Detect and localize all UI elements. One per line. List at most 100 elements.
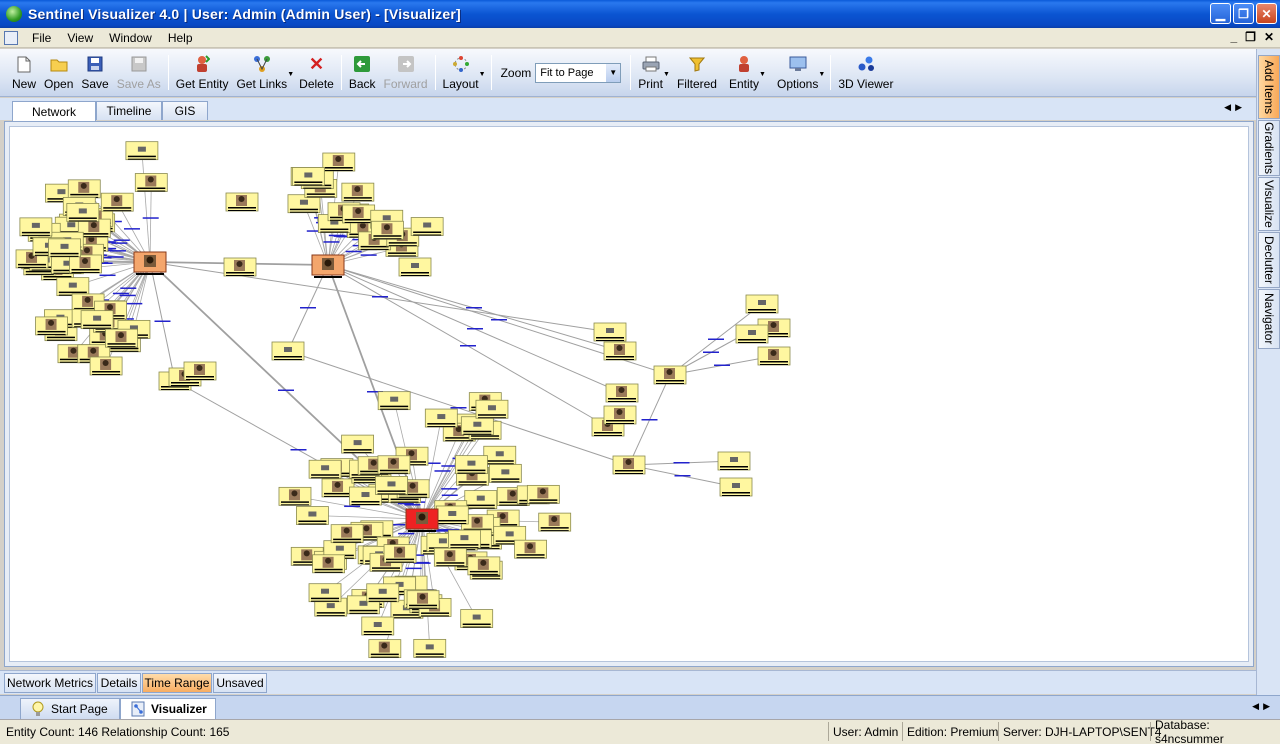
entity-node[interactable] [757,346,791,366]
tab-network[interactable]: Network [12,101,96,121]
new-button[interactable]: New [8,49,40,96]
entity-node[interactable] [100,192,134,212]
3d-viewer-button[interactable]: 3D Viewer [834,49,897,96]
entity-node[interactable] [413,638,447,658]
open-button[interactable]: Open [40,49,77,96]
entity-node[interactable] [67,179,101,199]
entity-node[interactable] [514,539,547,559]
entity-node[interactable] [296,506,329,525]
entity-node[interactable] [125,141,159,161]
panel-tab-network-metrics[interactable]: Network Metrics [4,673,96,693]
entity-node[interactable] [475,399,509,419]
entity-node[interactable] [448,529,481,549]
hub-entity-node[interactable] [133,251,167,275]
zoom-dropdown-icon[interactable]: ▼ [606,63,621,82]
zoom-select[interactable]: Fit to Page ▼ [535,62,622,83]
get-entity-button[interactable]: Get Entity [172,49,233,96]
mdi-minimize-icon[interactable]: _ [1230,30,1238,44]
tab-timeline[interactable]: Timeline [96,101,162,120]
entity-node[interactable] [287,194,321,214]
entity-node[interactable] [745,294,779,314]
menu-help[interactable]: Help [167,30,193,45]
entity-node[interactable] [375,476,408,495]
entity-node[interactable] [312,554,345,574]
entity-node[interactable] [605,383,639,403]
entity-node[interactable] [35,316,68,336]
entity-node[interactable] [368,639,402,659]
entity-node[interactable] [406,590,440,610]
entity-node[interactable] [361,616,395,636]
entity-node[interactable] [271,341,305,361]
menu-view[interactable]: View [67,30,94,45]
entity-node[interactable] [383,544,417,564]
entity-node[interactable] [612,455,646,475]
mdi-close-icon[interactable]: ✕ [1263,30,1274,44]
save-button[interactable]: Save [77,49,112,96]
side-tab-navigator[interactable]: Navigator [1258,289,1280,349]
window-tab-start-page[interactable]: Start Page [20,698,120,719]
entity-node[interactable] [56,277,90,297]
print-dropdown-icon[interactable]: ▼ [663,71,670,78]
relationship-link[interactable] [421,431,460,520]
filtered-button[interactable]: Filtered [673,49,721,96]
mdi-restore-icon[interactable]: ❐ [1245,30,1256,44]
entity-node[interactable] [223,257,257,277]
entity-node[interactable] [19,217,53,237]
forward-button[interactable]: Forward [380,49,432,96]
hub-entity-node[interactable] [405,508,439,532]
entity-node[interactable] [467,556,501,576]
menu-window[interactable]: Window [109,30,152,45]
side-tab-gradients[interactable]: Gradients [1258,120,1280,176]
relationship-link[interactable] [421,430,486,520]
get-links-button[interactable]: Get Links ▼ [232,49,294,96]
entity-node[interactable] [526,484,560,504]
close-button[interactable]: ✕ [1256,3,1277,24]
entity-node[interactable] [603,341,637,361]
entity-node[interactable] [89,356,123,376]
entity-node[interactable] [69,254,102,274]
entity-dropdown-icon[interactable]: ▼ [759,71,766,78]
entity-node[interactable] [48,238,81,258]
entity-node[interactable] [377,455,411,475]
tab-gis[interactable]: GIS [162,101,208,120]
entity-node[interactable] [105,328,138,348]
entity-node[interactable] [538,512,572,532]
entity-node[interactable] [717,451,751,471]
entity-node[interactable] [308,583,342,603]
entity-node[interactable] [278,486,312,506]
entity-button[interactable]: Entity ▼ [725,49,766,96]
minimize-button[interactable]: ▁ [1210,3,1231,24]
back-button[interactable]: Back [345,49,380,96]
network-graph[interactable] [10,127,1249,662]
entity-node[interactable] [398,257,432,277]
side-tab-add-items[interactable]: Add Items [1258,55,1280,119]
hub-entity-node[interactable] [311,254,345,278]
entity-node[interactable] [424,408,458,428]
relationship-link[interactable] [377,518,423,627]
side-tab-visualize[interactable]: Visualize [1258,177,1280,231]
network-doc-icon[interactable] [4,30,18,45]
layout-dropdown-icon[interactable]: ▼ [478,71,486,78]
options-dropdown-icon[interactable]: ▼ [818,71,826,78]
side-tab-declutter[interactable]: Declutter [1258,232,1280,288]
view-tab-scroll-icon[interactable]: ◀▶ [1224,102,1246,112]
entity-node[interactable] [322,152,356,172]
entity-node[interactable] [308,459,342,479]
entity-node[interactable] [341,182,375,202]
panel-tab-unsaved[interactable]: Unsaved [213,673,267,693]
entity-node[interactable] [321,478,355,498]
entity-node[interactable] [488,463,522,483]
save-as-button[interactable]: Save As [113,49,165,96]
entity-node[interactable] [410,217,444,236]
entity-node[interactable] [464,490,498,510]
entity-node[interactable] [225,192,259,212]
entity-node[interactable] [735,324,769,344]
entity-node[interactable] [593,322,627,342]
entity-node[interactable] [183,361,217,381]
entity-node[interactable] [591,417,625,437]
entity-node[interactable] [455,455,488,475]
entity-node[interactable] [435,505,469,525]
entity-node[interactable] [433,547,467,567]
entity-node[interactable] [134,173,168,192]
relationship-link[interactable] [421,417,442,520]
